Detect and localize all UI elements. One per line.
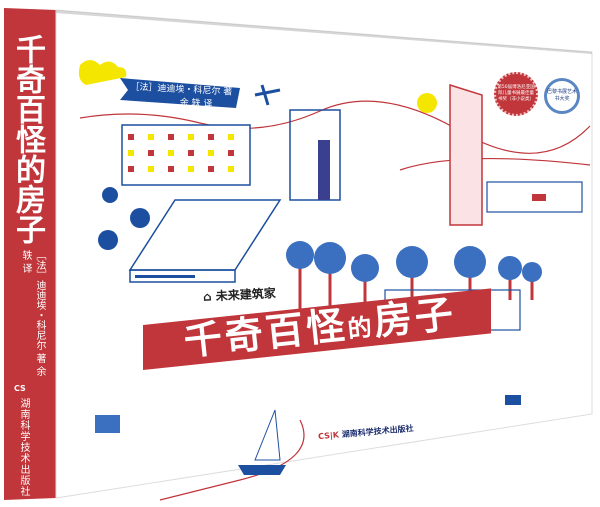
- award-badge-blue: 巴黎书展艺术书大奖: [544, 78, 580, 114]
- title-de: 的: [346, 311, 377, 344]
- publisher-logo: CS|K: [317, 430, 340, 442]
- sailboat: [254, 409, 281, 461]
- award-badge-red: 第50届博洛尼亚国际儿童书展最佳童书奖（非小说类）: [494, 72, 538, 116]
- pavilion: [486, 181, 583, 213]
- author-ribbon: [120, 78, 240, 108]
- house-icon: ⌂: [202, 289, 212, 304]
- spine-publisher-logo: CS: [14, 384, 26, 393]
- title-end: 房子: [371, 290, 458, 344]
- villa: [128, 199, 282, 271]
- spine-publisher: 湖南科学技术出版社: [18, 398, 29, 497]
- cloud-illustration: [78, 60, 127, 85]
- spine-title: 千奇百怪的房子: [10, 34, 45, 244]
- tower: [449, 83, 483, 226]
- truck: [95, 415, 120, 433]
- airplane-icon: [254, 84, 281, 106]
- terraced-building: [289, 109, 341, 201]
- book-spine: [4, 8, 56, 500]
- trees: [98, 187, 542, 320]
- sun: [417, 93, 437, 113]
- author-credit: ［法］迪迪埃・科尼尔 著 余 轶 译: [129, 81, 232, 112]
- spine-author: ［法］迪迪埃・科尼尔 著 余 轶 译: [20, 250, 45, 377]
